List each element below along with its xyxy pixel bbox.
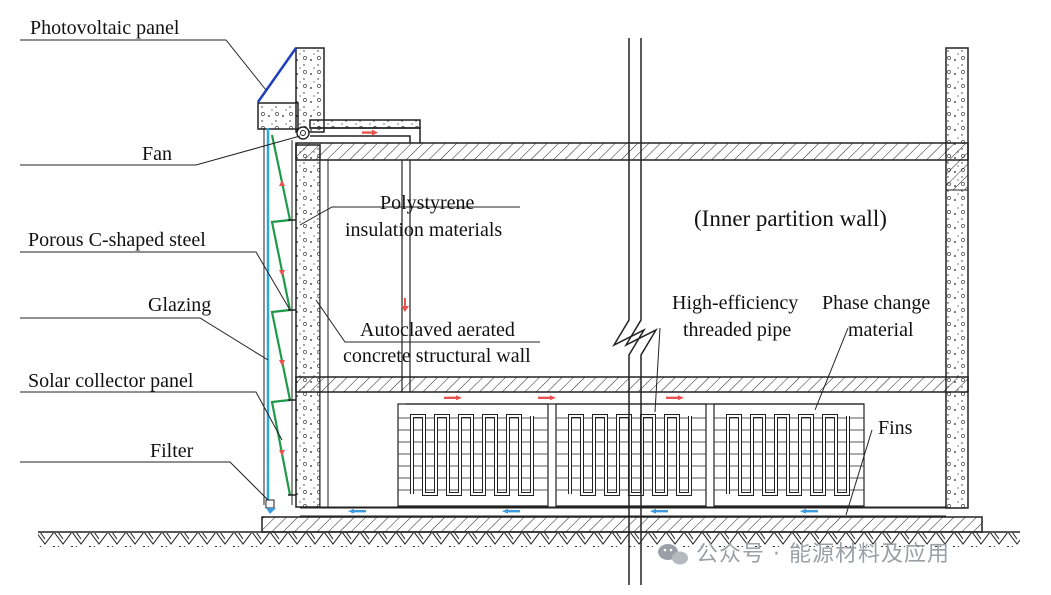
aac-structural-wall bbox=[295, 144, 321, 508]
flow-arrow-icon bbox=[444, 395, 462, 401]
label-aac-1: Autoclaved aerated bbox=[360, 319, 515, 341]
roof-slab bbox=[295, 142, 969, 161]
foundation-slab bbox=[261, 516, 983, 533]
flow-arrow-icon bbox=[666, 395, 684, 401]
label-filter: Filter bbox=[150, 440, 194, 462]
threaded-pipe-2-inner bbox=[569, 415, 691, 495]
threaded-pipe-3-inner bbox=[727, 415, 849, 495]
flow-arrow-icon bbox=[650, 508, 668, 514]
pcm-modules bbox=[397, 403, 865, 507]
label-photovoltaic-panel: Photovoltaic panel bbox=[30, 17, 180, 39]
flow-arrows-hot bbox=[279, 129, 684, 456]
right-wall bbox=[945, 47, 969, 509]
fan-icon bbox=[296, 126, 310, 140]
photovoltaic-panel-shape bbox=[256, 47, 298, 103]
pcm-chamber bbox=[300, 391, 947, 517]
label-pcm-2: material bbox=[848, 319, 914, 341]
label-fins: Fins bbox=[878, 417, 913, 439]
label-polystyrene-2: insulation materials bbox=[345, 219, 502, 241]
solar-facade bbox=[263, 128, 296, 505]
flow-arrow-icon bbox=[362, 129, 378, 136]
floor-slab bbox=[295, 376, 969, 393]
break-line bbox=[612, 38, 658, 585]
flow-arrow-icon bbox=[401, 298, 409, 312]
flow-arrow-icon bbox=[800, 508, 818, 514]
label-aac-2: concrete structural wall bbox=[343, 345, 531, 367]
watermark: 公众号 · 能源材料及应用 bbox=[658, 542, 950, 567]
label-polystyrene-1: Polystyrene bbox=[380, 192, 475, 214]
label-inner-partition-wall: (Inner partition wall) bbox=[694, 206, 887, 231]
flow-arrow-icon bbox=[502, 508, 520, 514]
right-wall-hatch-top bbox=[945, 159, 969, 191]
flow-arrow-icon bbox=[538, 395, 556, 401]
label-pipe-2: threaded pipe bbox=[683, 319, 791, 341]
leader-lines bbox=[20, 39, 873, 516]
flow-arrow-icon bbox=[348, 508, 366, 514]
threaded-pipe-1-inner bbox=[411, 415, 533, 495]
label-porous-c-shaped-steel: Porous C-shaped steel bbox=[28, 229, 206, 251]
label-glazing: Glazing bbox=[148, 294, 211, 316]
wechat-icon bbox=[658, 544, 688, 565]
collector-panels bbox=[270, 134, 292, 496]
label-pipe-1: High-efficiency bbox=[672, 292, 798, 314]
label-solar-collector-panel: Solar collector panel bbox=[28, 370, 194, 392]
vertical-duct bbox=[401, 160, 411, 392]
watermark-text: 公众号 · 能源材料及应用 bbox=[696, 542, 950, 567]
label-pcm-1: Phase change bbox=[822, 292, 930, 314]
filter-icon bbox=[265, 499, 276, 514]
label-fan: Fan bbox=[142, 143, 172, 165]
roof-duct bbox=[309, 119, 421, 143]
flow-arrows-cold bbox=[348, 508, 818, 514]
parapet bbox=[257, 47, 325, 133]
